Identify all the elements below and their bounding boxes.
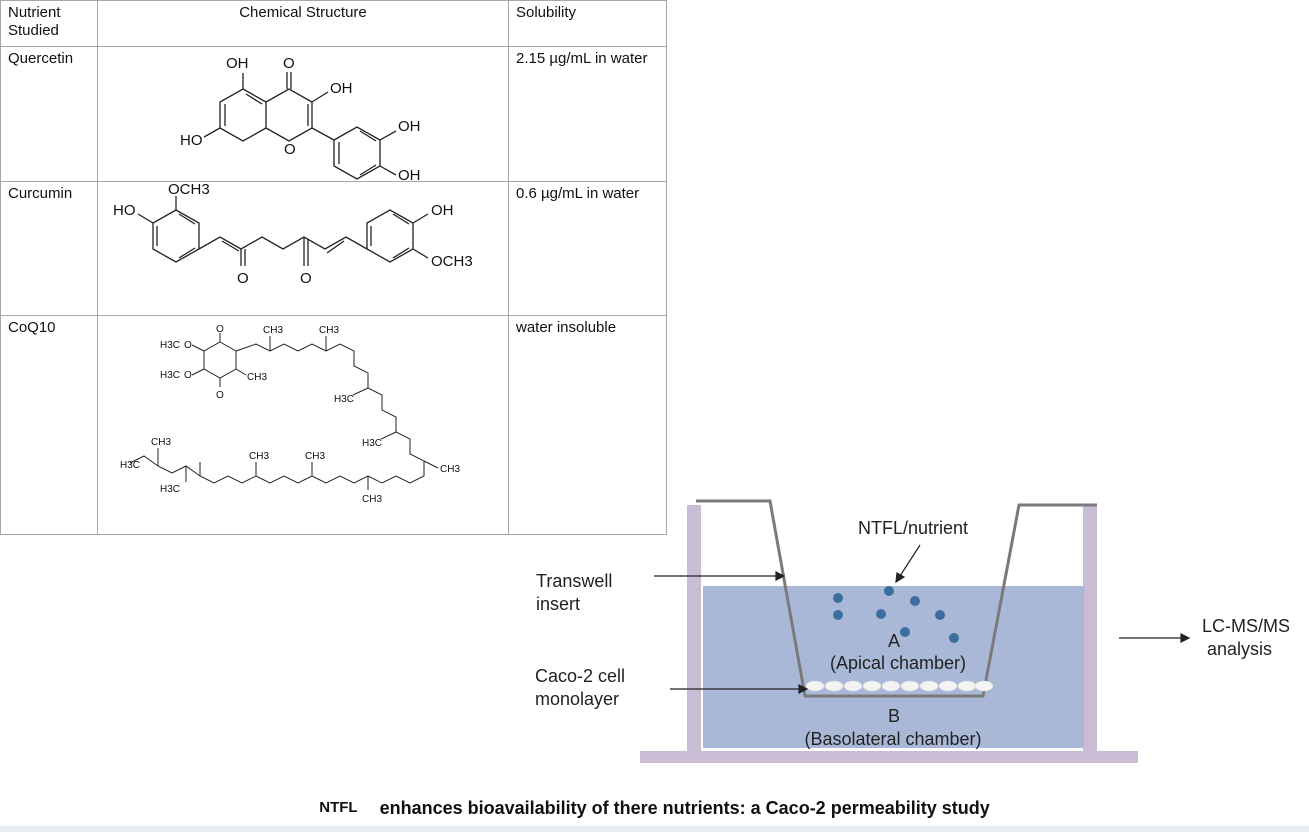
caption-ntfl: NTFL [319,799,358,816]
coq10-label: H3C [160,370,180,381]
table-row-curcumin: Curcumin [0,181,667,316]
table-row-coq10: CoQ10 [0,315,667,535]
nutrient-name: CoQ10 [0,315,98,535]
figure-caption: NTFL enhances bioavailability of there nu… [0,798,1309,819]
coq10-label: H3C [362,438,382,449]
nutrient-name: Curcumin [0,181,98,316]
curcumin-label: OH [431,202,454,219]
nutrient-name: Quercetin [0,46,98,182]
coq10-structure-cell: O O H3C O H3C O CH3 CH3 CH3 H3C H3C CH3 … [97,315,509,535]
coq10-label: CH3 [151,437,171,448]
coq10-label: CH3 [319,325,339,336]
curcumin-label: HO [113,202,136,219]
header-nutrient-studied: Nutrient Studied [0,0,98,47]
bottom-edge-strip [0,826,1309,832]
quercetin-structure: OH O OH OH HO O OH [180,55,421,181]
well-left-wall [687,505,701,755]
coq10-label: O [184,370,192,381]
quercetin-label: HO [180,132,203,149]
quercetin-label: O [284,141,296,158]
caco2-cell-monolayer [805,680,994,692]
curcumin-structure-cell: OCH3 HO OH OCH3 O O [97,181,509,316]
arrowhead [895,572,906,584]
quercetin-label: OH [226,55,249,72]
transwell-label: insert [536,594,580,614]
coq10-label: H3C [120,460,140,471]
coq10-label: H3C [160,484,180,495]
nutrient-particles [833,586,959,643]
coq10-label: O [216,390,224,401]
solubility-value: 2.15 µg/mL in water [508,46,667,182]
lcms-label: analysis [1207,639,1272,659]
coq10-label: CH3 [362,494,382,505]
quercetin-label: OH [398,167,421,181]
header-solubility: Solubility [508,0,667,47]
curcumin-label: OCH3 [431,253,473,270]
lcms-label: LC-MS/MS [1202,616,1290,636]
curcumin-structure: OCH3 HO OH OCH3 O O [113,182,473,287]
caco2-transwell-diagram: NTFL/nutrient Transwell insert Caco-2 ce… [535,499,1290,763]
arrowhead [798,684,809,694]
transwell-label: Transwell [536,571,612,591]
coq10-label: CH3 [440,464,460,475]
coq10-structure: O O H3C O H3C O CH3 CH3 CH3 H3C H3C CH3 … [120,324,460,505]
coq10-label: H3C [160,340,180,351]
quercetin-structure-cell: OH O OH OH HO O OH [97,46,509,182]
basolateral-b-label: B [888,706,900,726]
coq10-label: CH3 [247,372,267,383]
ntfl-nutrient-label: NTFL/nutrient [858,518,968,538]
caco2-label: monolayer [535,689,619,709]
coq10-label: O [184,340,192,351]
culture-medium [703,586,1084,748]
arrowhead [775,571,786,581]
header-chemical-structure: Chemical Structure [97,0,509,47]
solubility-value: 0.6 µg/mL in water [508,181,667,316]
basolateral-chamber-label: (Basolateral chamber) [804,729,981,749]
curcumin-label: O [300,270,312,287]
coq10-label: CH3 [263,325,283,336]
coq10-label: CH3 [249,451,269,462]
well-right-wall [1083,505,1097,755]
coq10-label: CH3 [305,451,325,462]
well-base [640,751,1138,763]
caco2-label: Caco-2 cell [535,666,625,686]
apical-a-label: A [888,631,900,651]
arrowhead [1180,633,1191,643]
quercetin-label: O [283,55,295,72]
quercetin-label: OH [330,80,353,97]
transwell-insert-outline [696,499,1097,698]
curcumin-label: O [237,270,249,287]
curcumin-label: OCH3 [168,182,210,198]
table-row-quercetin: Quercetin [0,46,667,182]
coq10-label: H3C [334,394,354,405]
solubility-value: water insoluble [508,315,667,535]
caption-text: enhances bioavailability of there nutrie… [379,798,990,818]
apical-chamber-label: (Apical chamber) [830,653,966,673]
coq10-label: O [216,324,224,335]
nutrient-table: Nutrient Studied Chemical Structure Solu… [0,0,667,535]
nutrient-pointer-arrow [899,544,921,577]
quercetin-label: OH [398,118,421,135]
